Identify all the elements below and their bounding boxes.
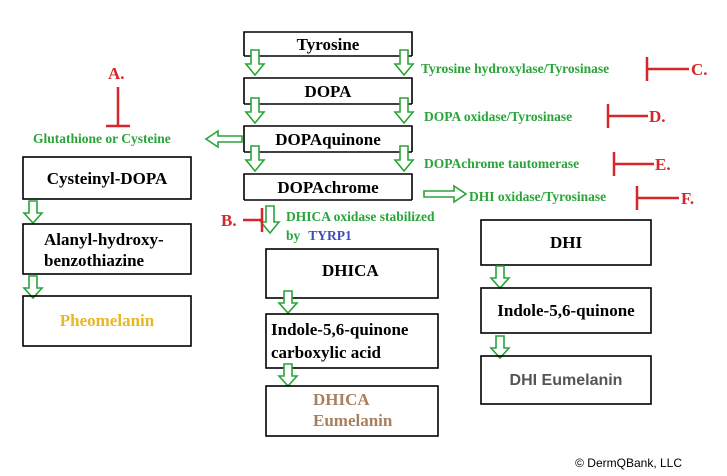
down-arrow-icon: [244, 49, 266, 77]
dhi-label: DHI: [550, 233, 583, 252]
dhica-branch: DHICA Indole-5,6-quinone carboxylic acid…: [265, 248, 439, 437]
dopaquinone-label: DOPAquinone: [275, 130, 381, 149]
dhi-branch: DHI Indole-5,6-quinone DHI Eumelanin: [480, 219, 652, 405]
inhibitor-d-icon: [606, 104, 648, 128]
inhibitor-c-label: C.: [691, 60, 708, 79]
dhica-box: [265, 248, 439, 299]
down-arrow-icon: [22, 275, 44, 300]
down-arrow-icon: [259, 205, 281, 235]
dopa-box: [243, 77, 413, 105]
dopachrome-box: [243, 173, 413, 201]
inhibitor-c-icon: [645, 57, 689, 81]
dhi-eumelanin-box: [480, 355, 652, 405]
copyright-text: © DermQBank, LLC: [575, 456, 682, 470]
cysteinyl-dopa-box: [22, 156, 192, 200]
inhibitor-d-label: D.: [649, 107, 666, 126]
main-column: Tyrosine DOPA DOPAquinone DOPAchrome: [243, 31, 413, 201]
down-arrow-icon: [393, 145, 415, 173]
tyrosine-label: Tyrosine: [297, 35, 360, 54]
down-arrow-icon: [489, 335, 511, 360]
dopachrome-label: DOPAchrome: [277, 178, 379, 197]
down-arrow-icon: [277, 363, 299, 388]
down-arrow-icon: [489, 265, 511, 290]
left-arrow-icon: [204, 129, 243, 149]
dhica-eumelanin-label-line2: Eumelanin: [313, 411, 393, 430]
enzyme-dhi-oxidase: DHI oxidase/Tyrosinase: [469, 189, 606, 204]
dhi-eumelanin-label: DHI Eumelanin: [510, 372, 623, 389]
enzyme-dopachrome-tautomerase: DOPAchrome tautomerase: [424, 156, 579, 171]
down-arrow-icon: [277, 290, 299, 315]
cysteinyl-dopa-label: Cysteinyl-DOPA: [47, 169, 168, 188]
enzyme-dhica-oxidase: DHICA oxidase stabilized: [286, 209, 435, 224]
down-arrow-icon: [244, 97, 266, 125]
pheomelanin-label: Pheomelanin: [60, 311, 155, 330]
tyrosine-box: [243, 31, 413, 56]
inhibitor-e-icon: [612, 152, 654, 176]
inhibitors: A. B. C. D. E. F.: [106, 57, 708, 232]
main-down-arrows: [244, 49, 415, 235]
dopaquinone-box: [243, 125, 413, 153]
pheomelanin-branch: Cysteinyl-DOPA Alanyl-hydroxy- benzothia…: [22, 156, 192, 347]
down-arrow-icon: [22, 200, 44, 225]
inhibitor-f-icon: [635, 186, 679, 210]
indole-carboxy-box: [265, 313, 439, 369]
down-arrow-icon: [393, 49, 415, 77]
down-arrow-icon: [244, 145, 266, 173]
dhi-box: [480, 219, 652, 266]
glutathione-label: Glutathione or Cysteine: [33, 131, 171, 146]
indole-quinone-label: Indole-5,6-quinone: [497, 301, 635, 320]
indole-quinone-box: [480, 287, 652, 334]
enzyme-dhica-by: by: [286, 228, 301, 243]
indole-carboxy-label-line2: carboxylic acid: [271, 343, 382, 362]
dopa-label: DOPA: [305, 82, 353, 101]
indole-carboxy-label-line1: Indole-5,6-quinone: [271, 320, 409, 339]
dhica-eumelanin-box: [265, 385, 439, 437]
inhibitor-a-label: A.: [108, 64, 125, 83]
dhica-label: DHICA: [322, 261, 379, 280]
inhibitor-f-label: F.: [681, 189, 694, 208]
alanyl-label-line1: Alanyl-hydroxy-: [44, 230, 164, 249]
down-arrow-icon: [393, 97, 415, 125]
alanyl-label-line2: benzothiazine: [44, 251, 145, 270]
right-arrow-icon: [423, 184, 468, 204]
inhibitor-e-label: E.: [655, 155, 671, 174]
enzyme-tyrosine-hydroxylase: Tyrosine hydroxylase/Tyrosinase: [421, 61, 609, 76]
alanyl-box: [22, 223, 192, 275]
dhica-eumelanin-label-line1: DHICA: [313, 390, 370, 409]
inhibitor-b-label: B.: [221, 211, 237, 230]
pheomelanin-box: [22, 295, 192, 347]
inhibitor-b-icon: [243, 208, 264, 232]
tyrp1-label: TYRP1: [308, 228, 352, 243]
enzyme-dopa-oxidase: DOPA oxidase/Tyrosinase: [424, 109, 572, 124]
inhibitor-a-icon: [106, 87, 130, 128]
enzyme-dhica-oxidase-line2: by TYRP1: [286, 227, 352, 244]
